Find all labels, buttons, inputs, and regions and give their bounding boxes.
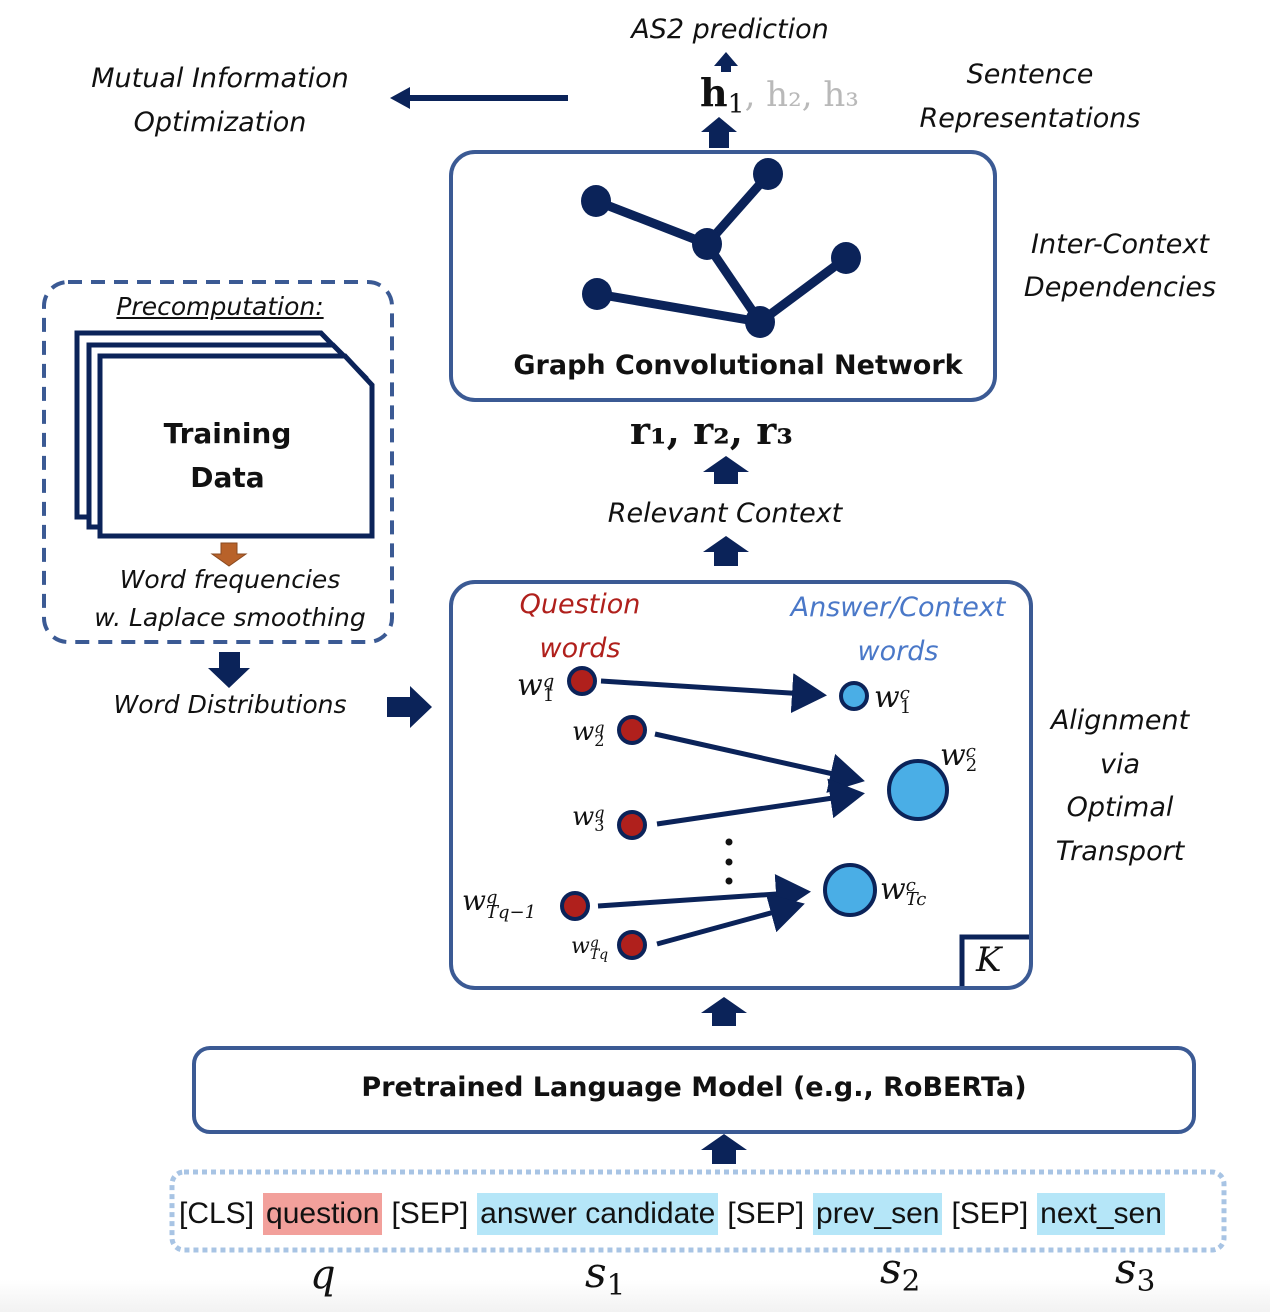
relevant-context-label: Relevant Context (607, 498, 843, 529)
orange-down-arrow (210, 542, 248, 567)
input-token-row: [CLS] question [SEP] answer candidate [S… (176, 1192, 1171, 1236)
token-sep-3: [SEP] (951, 1197, 1029, 1230)
question-words-line1: Question (519, 589, 641, 620)
gcn-graph-icon (581, 158, 861, 338)
context-nodes (823, 681, 949, 917)
as2-prediction-label: AS2 prediction (631, 14, 829, 45)
mutual-info-arrow (390, 87, 568, 109)
up-arrow-prediction (714, 52, 738, 72)
answer-words-line1: Answer/Context (790, 592, 1006, 623)
question-node-1 (567, 666, 597, 696)
gcn-box (449, 150, 997, 402)
alignment-side-line4: Transport (1055, 836, 1185, 867)
plate-label-k: K (976, 940, 1002, 980)
inter-context-line1: Inter-Context (1031, 229, 1209, 260)
context-node-tc (823, 863, 877, 917)
token-question: question (263, 1193, 383, 1235)
segment-label-s3: s3 (1115, 1244, 1156, 1298)
token-sep-1: [SEP] (391, 1197, 469, 1230)
context-node-2 (887, 759, 949, 821)
alignment-box (449, 580, 1033, 990)
up-arrow-to-r (703, 456, 749, 484)
sentence-repr-line2: Representations (919, 103, 1141, 134)
down-arrow-to-distributions (208, 652, 250, 688)
right-arrow-to-alignment (387, 686, 432, 728)
up-arrow-to-relevant-context (703, 536, 749, 566)
sentence-repr-line1: Sentence (966, 59, 1094, 90)
input-dotted-box (169, 1169, 1227, 1253)
word-frequencies-line1: Word frequencies (119, 565, 341, 594)
token-next-sen: next_sen (1037, 1193, 1165, 1235)
word-frequencies-line2: w. Laplace smoothing (94, 603, 366, 632)
up-arrow-plm-to-alignment (701, 997, 747, 1026)
segment-label-s2: s2 (880, 1244, 921, 1298)
question-node-3 (617, 810, 647, 840)
ellipsis-dots (725, 838, 733, 885)
up-arrow-input-to-plm (701, 1134, 747, 1164)
segment-label-s1: s1 (585, 1248, 626, 1302)
segment-label-q: q (310, 1252, 336, 1298)
question-node-tq-1 (560, 891, 590, 921)
h-representations: h1, h₂, h₃ (700, 70, 859, 120)
gcn-title: Graph Convolutional Network (513, 350, 963, 381)
question-words-line2: words (539, 633, 621, 664)
h2-h3-symbols: , h₂, h₃ (744, 75, 859, 115)
context-node-1 (839, 681, 869, 711)
training-data-line1: Training (163, 417, 292, 450)
mutual-info-label-line1: Mutual Information (91, 63, 349, 94)
r-representations: r₁, r₂, r₃ (630, 408, 793, 453)
h1-symbol: h1 (700, 70, 745, 120)
question-node-tq (617, 930, 647, 960)
alignment-arrows (597, 673, 865, 947)
plm-box (192, 1046, 1196, 1134)
precomputation-title: Precomputation: (116, 292, 324, 321)
mutual-info-label-line2: Optimization (133, 107, 307, 138)
answer-words-line2: words (857, 636, 939, 667)
up-arrow-gcn-to-h (701, 117, 737, 148)
plm-title: Pretrained Language Model (e.g., RoBERTa… (361, 1072, 1027, 1103)
alignment-side-line3: Optimal (1066, 792, 1174, 823)
token-prev-sen: prev_sen (813, 1193, 943, 1235)
token-sep-2: [SEP] (727, 1197, 805, 1230)
word-distributions-label: Word Distributions (113, 690, 347, 719)
question-nodes (560, 666, 647, 960)
training-data-line2: Data (190, 461, 265, 494)
alignment-side-line2: via (1099, 749, 1141, 780)
token-answer-candidate: answer candidate (477, 1193, 719, 1235)
question-node-2 (617, 715, 647, 745)
plate-corner (959, 934, 1030, 988)
training-data-stack-icon (74, 330, 375, 539)
alignment-side-line1: Alignment (1050, 705, 1190, 736)
inter-context-line2: Dependencies (1023, 272, 1217, 303)
token-cls: [CLS] (179, 1197, 255, 1230)
precomputation-dashed-box (42, 280, 394, 644)
